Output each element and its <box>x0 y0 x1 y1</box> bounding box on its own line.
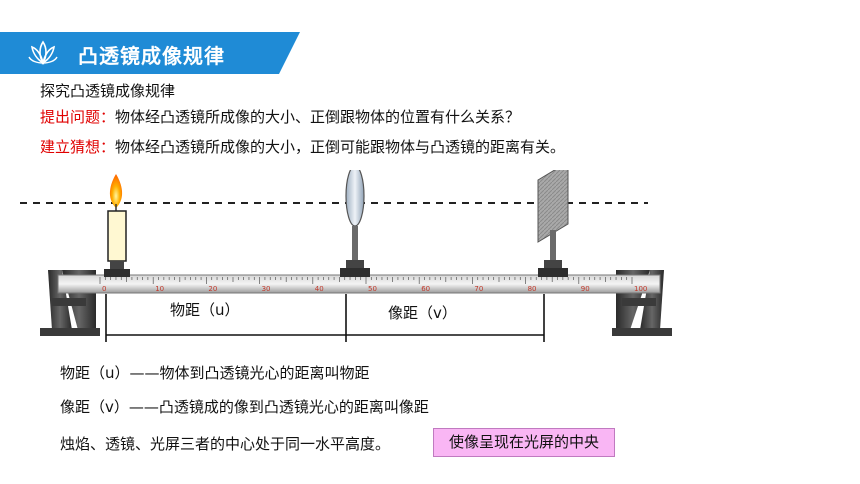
ruler-tick-label: 90 <box>581 285 590 293</box>
header-banner: 凸透镜成像规律 <box>0 32 300 74</box>
lens-glass <box>345 170 365 227</box>
hypothesis-line: 建立猜想：物体经凸透镜所成像的大小，正倒可能跟物体与凸透镜的距离有关。 <box>40 136 565 157</box>
center-image-note: 使像呈现在光屏的中央 <box>433 428 615 457</box>
question-line: 提出问题：物体经凸透镜所成像的大小、正倒跟物体的位置有什么关系？ <box>40 106 520 127</box>
question-label: 提出问题： <box>40 108 116 126</box>
candle-body <box>107 210 127 262</box>
ruler-tick-label: 10 <box>155 285 164 293</box>
object-distance-definition: 物距（u）——物体到凸透镜光心的距离叫物距 <box>60 364 370 382</box>
hypothesis-text: 物体经凸透镜所成像的大小，正倒可能跟物体与凸透镜的距离有关。 <box>115 138 566 156</box>
ruler-tick-label: 50 <box>368 285 377 293</box>
question-text: 物体经凸透镜所成像的大小、正倒跟物体的位置有什么关系？ <box>115 108 521 126</box>
distance-markers <box>105 294 545 342</box>
object-distance-label: 物距（u） <box>170 301 240 319</box>
ruler-tick-label: 40 <box>315 285 324 293</box>
optical-rail <box>57 274 661 294</box>
light-screen <box>537 170 569 277</box>
optical-bench-diagram: 0 10 20 30 40 50 60 70 80 90 100 物距（u） 像距（v） <box>20 170 672 342</box>
lotus-icon <box>28 40 58 65</box>
convex-lens <box>340 170 370 277</box>
ruler-tick-label: 0 <box>102 285 106 293</box>
page-title: 凸透镜成像规律 <box>78 44 225 68</box>
image-distance-label: 像距（v） <box>388 304 457 322</box>
ruler-tick-label: 80 <box>528 285 537 293</box>
ruler-tick-label: 20 <box>208 285 217 293</box>
alignment-condition: 烛焰、透镜、光屏三者的中心处于同一水平高度。 <box>60 435 391 453</box>
candle <box>104 174 130 277</box>
hypothesis-label: 建立猜想： <box>40 138 116 156</box>
intro-text: 探究凸透镜成像规律 <box>40 82 176 100</box>
image-distance-definition: 像距（v）——凸透镜成的像到凸透镜光心的距离叫像距 <box>60 398 429 416</box>
ruler-scale: 0 10 20 30 40 50 60 70 80 90 100 <box>99 277 647 293</box>
candle-flame <box>109 174 123 208</box>
ruler-tick-label: 70 <box>474 285 483 293</box>
ruler-tick-label: 30 <box>262 285 271 293</box>
ruler-tick-label: 100 <box>634 285 647 293</box>
ruler-tick-label: 60 <box>421 285 430 293</box>
